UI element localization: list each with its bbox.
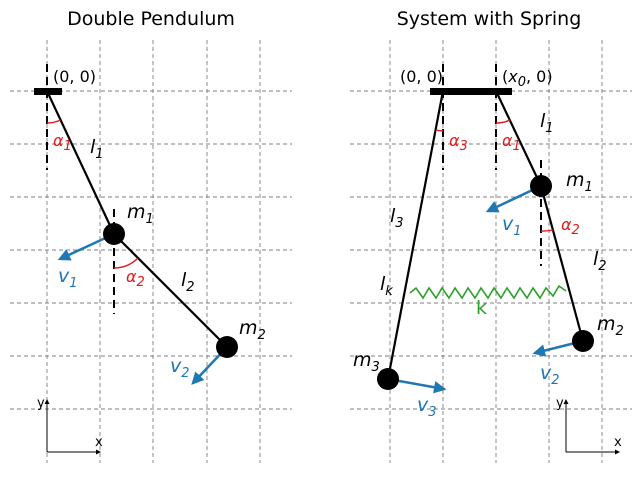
right-axis-x-label: x [614,435,622,450]
right-grid [350,40,632,463]
right-alpha1-arc [495,119,511,124]
right-alpha2-arc [540,229,554,232]
left-pivot-label: (0, 0) [53,67,96,86]
right-alpha1-label: α1 [502,131,521,154]
right-rod-3 [386,90,445,380]
right-pivot-right-label: (x0, 0) [502,67,553,90]
right-m1-label: m1 [566,169,593,195]
right-l3-label: l3 [390,205,404,231]
left-alpha2-arc [113,257,139,269]
left-rod-1 [46,90,115,235]
right-v1-label: v1 [502,213,522,239]
left-alpha1-arc [46,119,61,124]
spring-k-label: k [476,297,487,319]
right-panel: System with Spring (0, 0) (x0, 0) [350,8,632,463]
left-m1-label: m1 [127,201,154,227]
left-axis-legend: y x [37,396,103,455]
left-mass-1 [103,223,125,245]
left-v2-label: v2 [170,355,190,381]
right-m2-label: m2 [597,313,624,339]
left-axis-y-label: y [37,396,45,411]
right-lk-label: lk [380,273,393,299]
left-rod-2 [113,233,228,348]
right-mass-2 [572,330,594,352]
left-grid [10,40,292,463]
left-m2-label: m2 [239,317,266,343]
left-l2-label: l2 [181,269,195,295]
right-m3-label: m3 [353,349,380,375]
right-pivot-bar [430,88,512,95]
right-axis-legend: y x [556,396,622,455]
right-pivot-left-label: (0, 0) [400,67,443,86]
left-v1-label: v1 [58,265,78,291]
right-v2-label: v2 [540,362,560,388]
right-mass-3 [377,368,399,390]
right-alpha2-label: α2 [561,215,580,238]
left-axis-x-label: x [95,435,103,450]
right-rod-1 [495,90,542,187]
left-l1-label: l1 [90,136,104,162]
right-axis-y-label: y [556,396,564,411]
right-title: System with Spring [397,8,582,30]
left-alpha2-label: α2 [126,267,145,290]
right-v3-label: v3 [417,394,437,420]
right-rod-2 [539,185,585,342]
right-mass-1 [530,175,552,197]
right-alpha3-label: α3 [449,131,468,154]
left-panel: Double Pendulum (0, 0) α1 α2 l1 l2 [10,8,292,463]
left-alpha1-label: α1 [53,131,72,154]
right-alpha3-arc [435,129,444,132]
left-title: Double Pendulum [67,8,235,30]
right-l1-label: l1 [540,110,554,136]
spring [409,284,567,300]
left-mass-2 [216,336,238,358]
right-l2-label: l2 [593,248,607,274]
